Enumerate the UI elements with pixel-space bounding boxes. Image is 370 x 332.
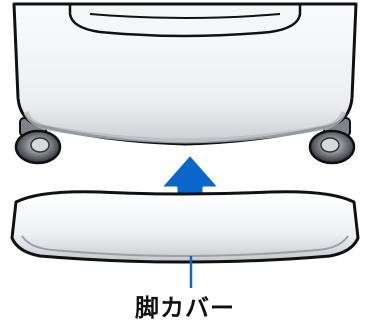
appliance-body — [12, 2, 358, 165]
leg-cover-label: 脚カバー — [135, 294, 235, 322]
right-caster — [308, 117, 356, 165]
leg-cover-shell — [10, 190, 360, 264]
top-recess — [68, 4, 302, 38]
leg-cover — [10, 190, 360, 264]
